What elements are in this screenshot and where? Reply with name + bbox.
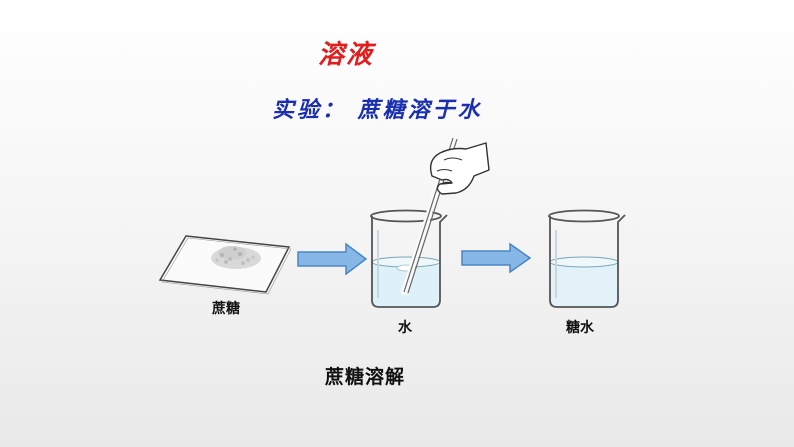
beaker-sugar-water-icon xyxy=(548,209,626,308)
dissolving-caption: 蔗糖溶解 xyxy=(325,366,406,388)
hand-icon xyxy=(429,142,490,195)
beaker-with-water-icon xyxy=(370,135,458,308)
sugar-pile-icon xyxy=(211,246,261,269)
experiment-subtitle: 实验： 蔗糖溶于水 xyxy=(272,97,483,123)
sugar-water-label: 糖水 xyxy=(566,320,594,336)
water-label: 水 xyxy=(398,320,412,336)
arrow-right-icon xyxy=(297,242,368,276)
arrow-right-icon-2 xyxy=(461,242,532,274)
sugar-label: 蔗糖 xyxy=(212,301,240,317)
slide-title: 溶液 xyxy=(318,40,375,70)
